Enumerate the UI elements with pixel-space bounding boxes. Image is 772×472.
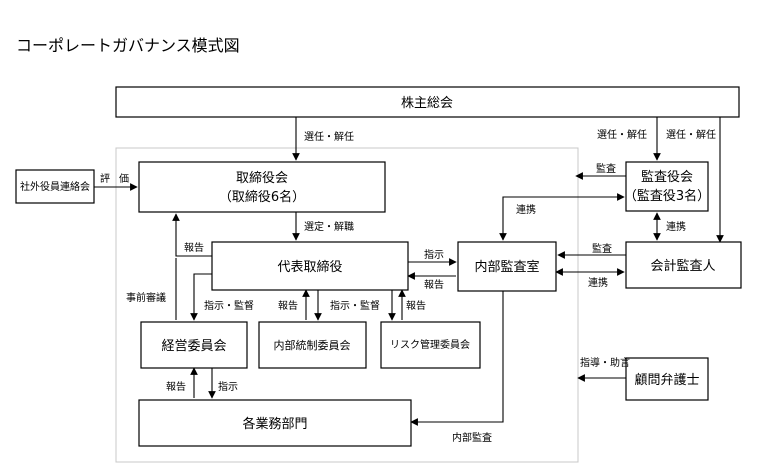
- business-departments-box: 各業務部門: [138, 399, 412, 447]
- legal-advisor-box: 顧問弁護士: [625, 357, 709, 401]
- label-report-ic: 報告: [278, 299, 298, 312]
- label-audit-board: 監査: [596, 162, 616, 175]
- ceo-label: 代表取締役: [277, 259, 342, 275]
- label-internal-audit-dept: 内部監査: [452, 431, 492, 444]
- page-title: コーポレートガバナンス模式図: [16, 36, 240, 55]
- connectors: [94, 117, 724, 426]
- outside-officers-liaison-box: 社外役員連絡会: [15, 169, 95, 204]
- audit-board-box: 監査役会 （監査役3名）: [624, 161, 710, 212]
- label-guidance-advice: 指導・助言: [580, 356, 630, 369]
- label-elect-dismiss-audit: 選任・解任: [597, 128, 647, 141]
- label-coordination-accountant: 連携: [588, 276, 608, 289]
- internal-control-committee-label: 内部統制委員会: [274, 338, 351, 352]
- management-committee-box: 経営委員会: [140, 321, 248, 369]
- board-of-directors-box: 取締役会 （取締役6名）: [138, 161, 386, 213]
- internal-audit-office-box: 内部監査室: [457, 241, 557, 292]
- label-report-risk: 報告: [406, 299, 426, 312]
- shareholders-meeting-label: 株主総会: [401, 96, 453, 111]
- audit-board-sublabel: （監査役3名）: [624, 188, 710, 204]
- label-prior-deliberation: 事前審議: [126, 291, 166, 304]
- accounting-auditor-box: 会計監査人: [625, 241, 742, 289]
- management-committee-label: 経営委員会: [161, 339, 226, 354]
- label-instruct-internal-audit: 指示: [424, 248, 444, 261]
- representative-director-box: 代表取締役: [211, 241, 409, 291]
- audit-board-label: 監査役会: [641, 169, 693, 185]
- risk-committee-label: リスク管理委員会: [390, 338, 470, 351]
- accounting-auditor-label: 会計監査人: [650, 258, 715, 274]
- board-sublabel: （取締役6名）: [219, 189, 305, 205]
- label-instruct-dept: 指示: [218, 380, 238, 393]
- label-report-internal-audit: 報告: [424, 278, 444, 291]
- label-report-to-board: 報告: [184, 241, 204, 254]
- label-instruct-supervise-risk: 指示・監督: [330, 299, 380, 312]
- internal-control-committee-box: 内部統制委員会: [258, 321, 367, 369]
- company-boundary-frame: [115, 147, 579, 463]
- departments-label: 各業務部門: [242, 416, 307, 432]
- label-coordination-auditors: 連携: [666, 220, 686, 233]
- label-elect-dismiss-board: 選任・解任: [304, 130, 354, 143]
- board-label: 取締役会: [236, 170, 288, 186]
- risk-management-committee-box: リスク管理委員会: [380, 321, 481, 369]
- label-evaluation-2: 価: [119, 172, 129, 185]
- label-evaluation-1: 評: [100, 172, 110, 185]
- shareholders-meeting-box: 株主総会: [115, 86, 740, 118]
- label-coordination-audit: 連携: [516, 203, 536, 216]
- legal-advisor-label: 顧問弁護士: [634, 372, 699, 388]
- connector-labels: 選任・解任 選任・解任 選任・解任 評 価 監査 連携 連携 監査 連携 選定・…: [100, 128, 716, 444]
- outside-liaison-label: 社外役員連絡会: [20, 180, 90, 193]
- internal-audit-label: 内部監査室: [474, 259, 539, 275]
- label-appoint-dismiss: 選定・解職: [304, 220, 354, 233]
- label-elect-dismiss-accountant: 選任・解任: [666, 128, 716, 141]
- label-instruct-supervise-mgmt: 指示・監督: [204, 299, 254, 312]
- label-report-dept: 報告: [166, 380, 186, 393]
- label-audit-accountant: 監査: [592, 242, 612, 255]
